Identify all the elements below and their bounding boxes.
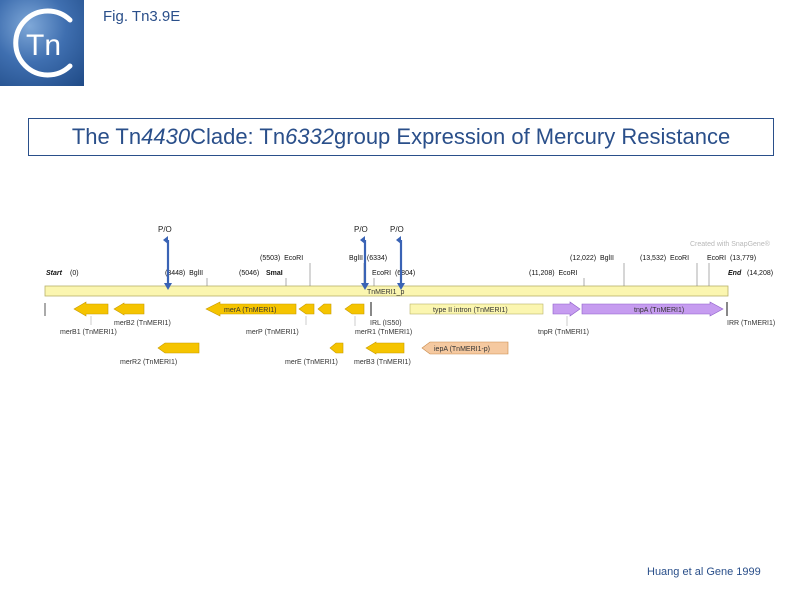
- end-pos: (14,208): [747, 270, 773, 277]
- promoter-arrowhead-icon: [396, 236, 401, 244]
- site-12022-bglii: (12,022) BglII: [570, 255, 614, 262]
- promoter-label: P/O: [158, 225, 172, 234]
- feature-merr2-arrow: [157, 342, 200, 354]
- promoter-down-arrow-icon: [397, 283, 405, 290]
- site-3448-bglii: (3448) BglII: [165, 270, 203, 277]
- promoter-arrowhead-icon: [163, 236, 168, 244]
- tn-logo: Tn: [0, 0, 84, 86]
- promoter-label: P/O: [390, 225, 404, 234]
- logo-c-ring-icon: Tn: [13, 8, 73, 78]
- start-label: Start: [46, 270, 63, 277]
- feature-label-mera: merA (TnMERI1): [224, 307, 277, 314]
- feature-iepa-arrow: [421, 341, 509, 355]
- feature-label-merp: merP (TnMERI1): [246, 329, 299, 336]
- backbone-bar: [44, 285, 729, 297]
- feature-merb2-arrow: [113, 302, 145, 316]
- feature-mera-arrow: [205, 301, 297, 317]
- feature-label-merb3: merB3 (TnMERI1): [354, 359, 411, 366]
- promoter-down-arrow-icon: [164, 283, 172, 290]
- title-part-5: group Expression of Mercury Resistance: [334, 124, 731, 149]
- promoter-label: P/O: [354, 225, 368, 234]
- site-13779-ecori: EcoRI (13,779): [707, 255, 756, 262]
- feature-merb3-arrow: [365, 341, 405, 355]
- feature-label-iepa: iepA (TnMERI1-p): [434, 346, 490, 353]
- feature-merr1-arrow: [344, 303, 365, 315]
- backbone-label: TnMERI1_p: [367, 289, 404, 296]
- title-part-3: Clade: Tn: [190, 124, 286, 149]
- title-part-4: 6332: [285, 124, 335, 149]
- feature-label-merb2: merB2 (TnMERI1): [114, 320, 171, 327]
- feature-label-irl: IRL (IS50): [370, 320, 402, 327]
- site-6804-ecori: EcoRI (6804): [372, 270, 415, 277]
- site-5046: (5046): [239, 270, 259, 277]
- end-label: End: [728, 270, 742, 277]
- feature-label-tnpa: tnpA (TnMERI1): [634, 307, 684, 314]
- feature-merb1-arrow: [73, 301, 109, 317]
- site-13532-ecori: (13,532) EcoRI: [640, 255, 689, 262]
- site-smai: SmaI: [266, 270, 283, 277]
- title-part-2: 4430: [141, 124, 191, 149]
- figure-label: Fig. Tn3.9E: [103, 8, 181, 25]
- title-part-1: The Tn: [71, 124, 142, 149]
- feature-label-merr1: merR1 (TnMERI1): [355, 329, 412, 336]
- feature-mere-arrow: [329, 342, 344, 354]
- feature-label-merr2: merR2 (TnMERI1): [120, 359, 177, 366]
- feature-label-merb1: merB1 (TnMERI1): [60, 329, 117, 336]
- feature-label-type2-intron: type II intron (TnMERI1): [433, 307, 508, 314]
- feature-label-irr: IRR (TnMERI1): [727, 320, 775, 327]
- feature-tnpr-arrow: [552, 301, 581, 317]
- feature-tnpa-arrow: [581, 301, 724, 317]
- promoter-down-arrow-icon: [361, 283, 369, 290]
- site-5503-ecori: (5503) EcoRI: [260, 255, 303, 262]
- feature-merp-arrow: [298, 303, 315, 315]
- feature-label-tnpr: tnpR (TnMERI1): [538, 329, 589, 336]
- feature-mer-small-arrow: [317, 303, 332, 315]
- snapgene-watermark: Created with SnapGene®: [690, 240, 771, 248]
- site-11208-ecori: (11,208) EcoRI: [529, 270, 578, 277]
- logo-text: Tn: [26, 29, 61, 62]
- feature-type2-intron-box: [409, 303, 544, 315]
- promoter-arrowhead-icon: [360, 236, 365, 244]
- citation: Huang et al Gene 1999: [647, 566, 761, 578]
- site-6334-bglii: BglII (6334): [349, 255, 387, 262]
- start-pos: (0): [70, 270, 79, 277]
- feature-label-mere: merE (TnMERI1): [285, 359, 338, 366]
